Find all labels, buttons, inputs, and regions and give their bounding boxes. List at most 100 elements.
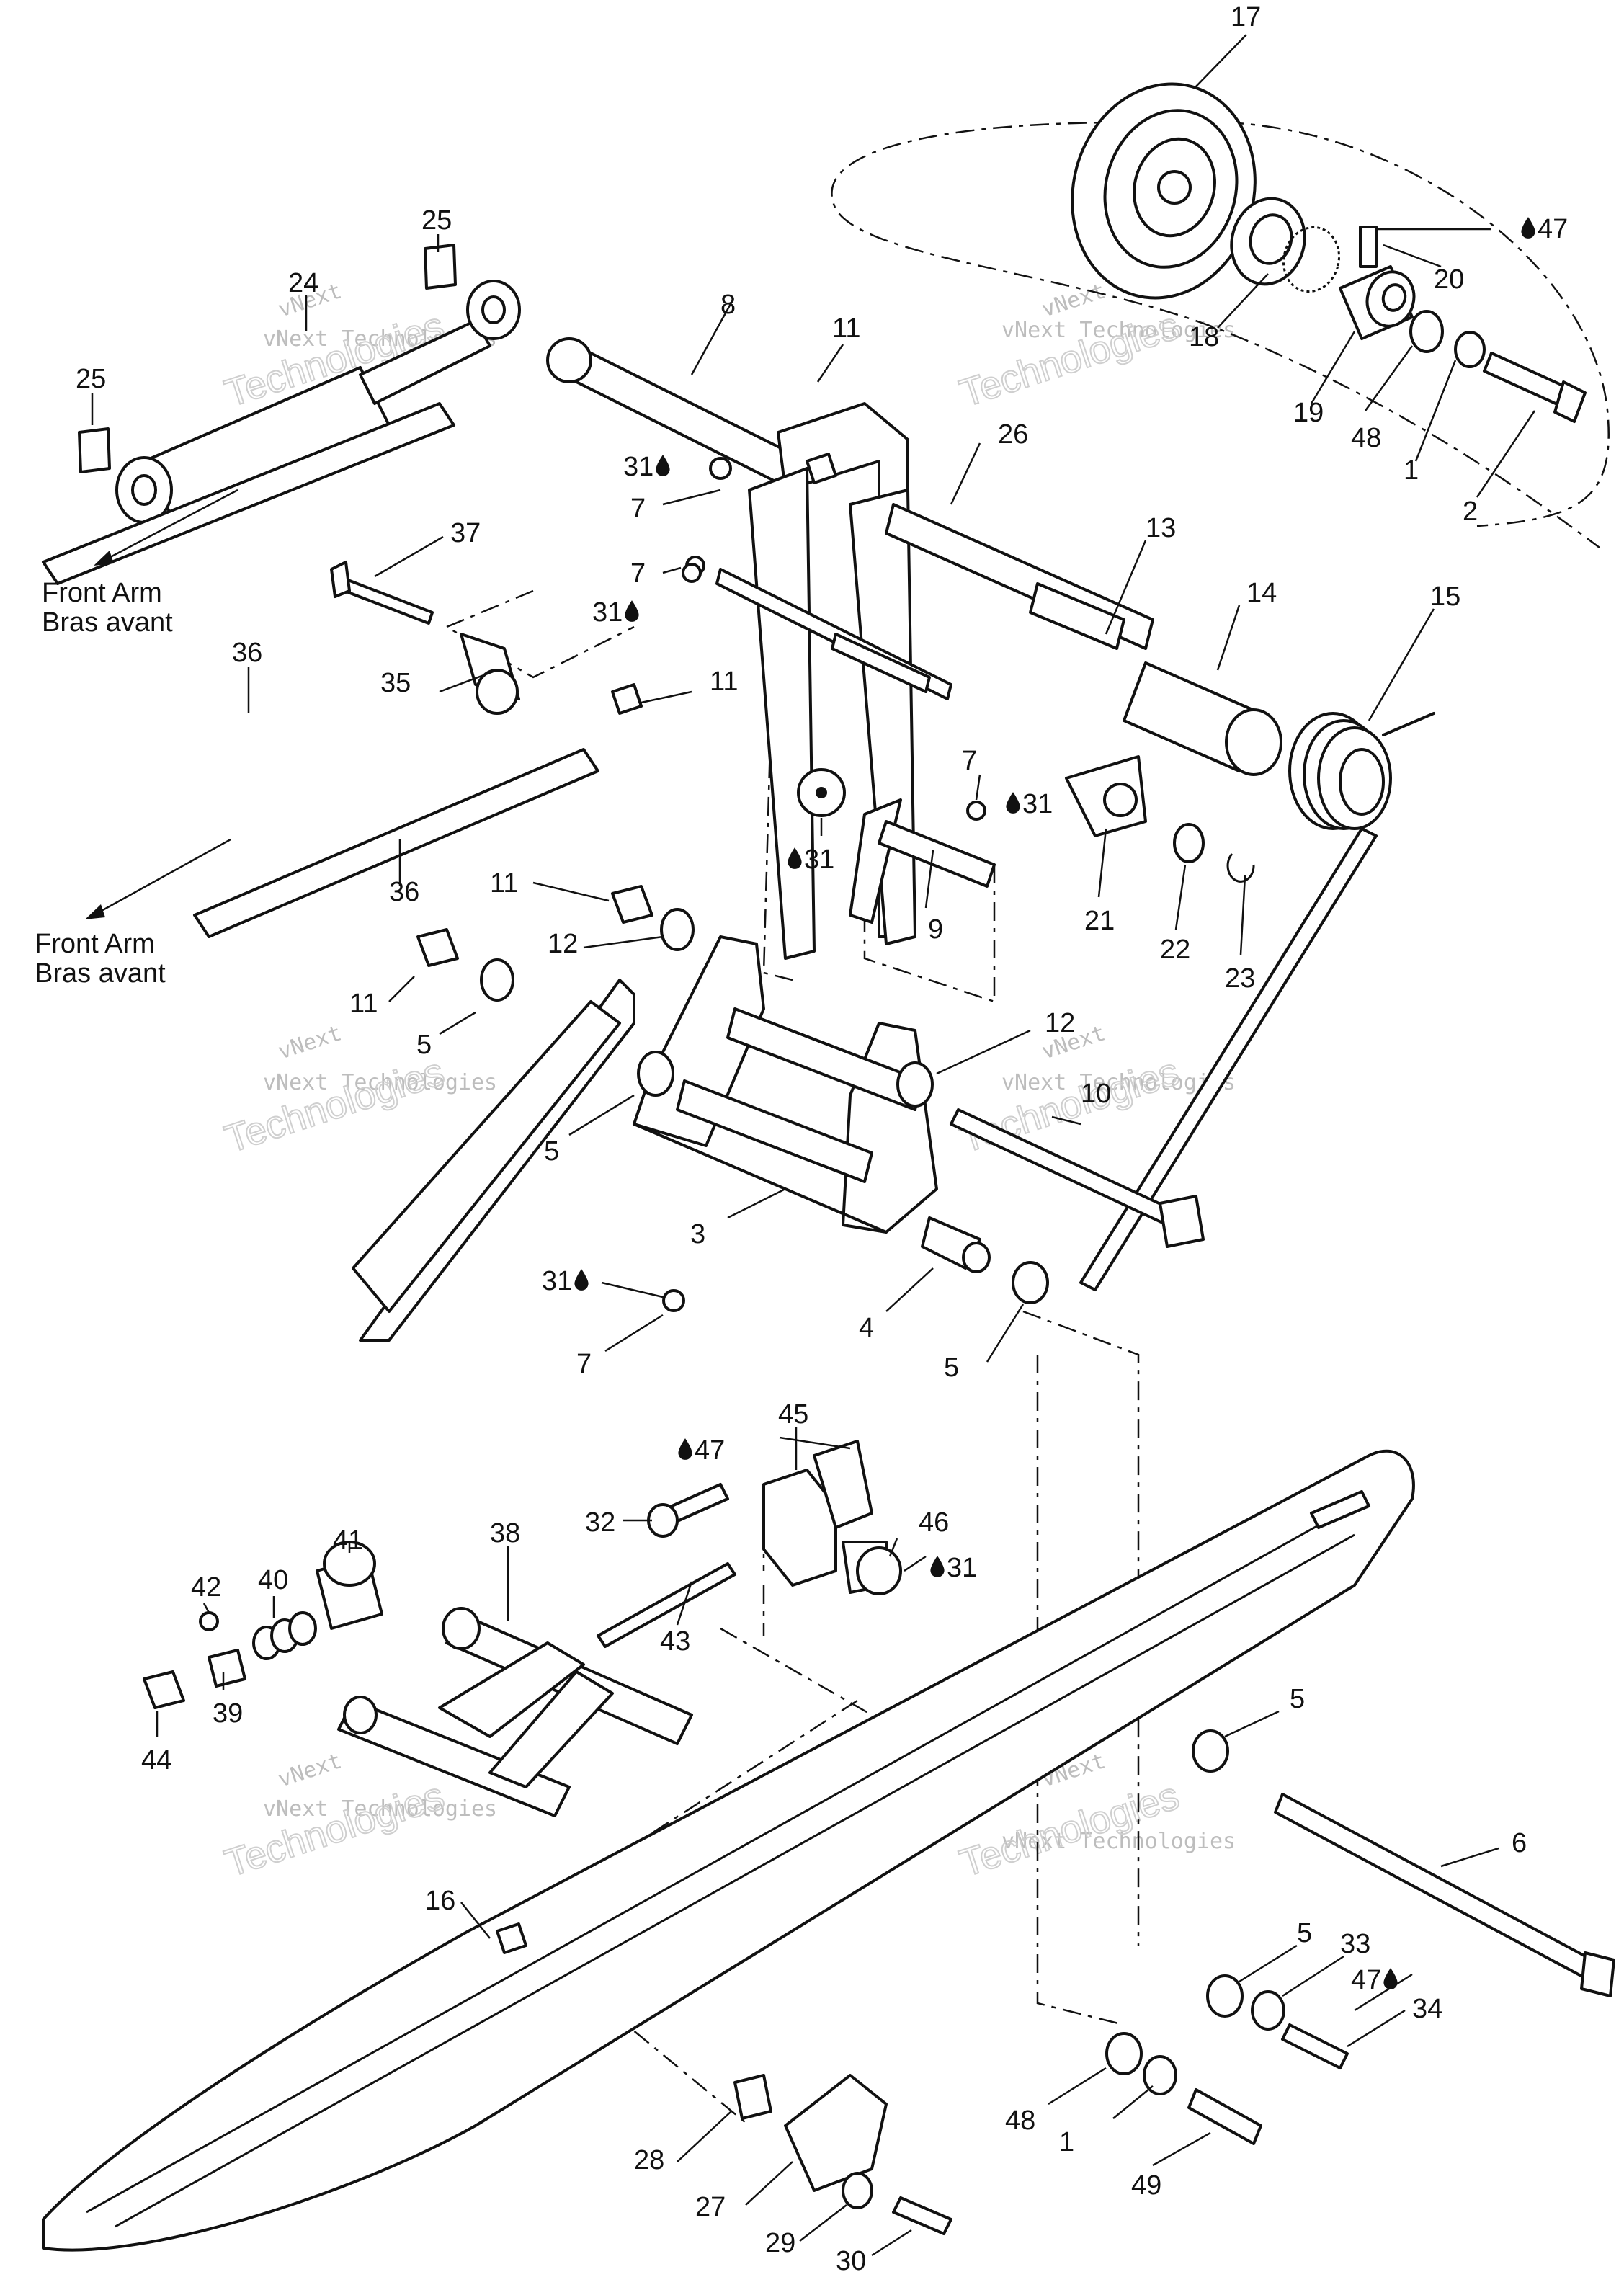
callout-number: 12 — [548, 929, 578, 959]
callout-number: 4 — [859, 1313, 874, 1343]
callout-29: 29 — [765, 2228, 795, 2258]
callout-number: 25 — [76, 364, 106, 394]
callout-number: 16 — [425, 1886, 455, 1916]
adjuster-cam — [1065, 755, 1255, 883]
callout-11: 11 — [832, 313, 860, 344]
callout-2: 2 — [1463, 496, 1478, 527]
callout-31: 31 — [623, 452, 670, 482]
callout-5: 5 — [1290, 1684, 1305, 1714]
callout-11: 11 — [349, 989, 378, 1019]
callout-number: 7 — [630, 494, 646, 524]
oil-drop-icon — [625, 600, 639, 622]
lever-shaft — [797, 768, 996, 924]
callout-number: 34 — [1412, 1994, 1442, 2024]
oil-drop-icon — [678, 1438, 692, 1460]
callout-28: 28 — [634, 2145, 664, 2175]
callout-46: 46 — [919, 1507, 949, 1538]
callout-number: 47 — [695, 1435, 725, 1466]
callout-number: 35 — [380, 668, 411, 698]
callout-36: 36 — [232, 638, 262, 668]
callout-49: 49 — [1131, 2170, 1161, 2201]
shock-absorber — [78, 244, 521, 524]
bearing — [1230, 197, 1341, 293]
callout-43: 43 — [660, 1626, 690, 1657]
callout-number: 5 — [416, 1030, 432, 1060]
svg-text:Front Arm: Front Arm — [35, 929, 155, 959]
callout-35: 35 — [380, 668, 411, 698]
callout-1: 1 — [1404, 455, 1419, 486]
callout-number: 31 — [947, 1553, 977, 1583]
callout-40: 40 — [258, 1565, 288, 1595]
leader-lines — [91, 34, 1536, 2257]
callout-number: 36 — [389, 877, 419, 907]
callout-31: 31 — [1006, 789, 1053, 819]
spacer-35 — [460, 633, 520, 715]
sleeve — [1123, 661, 1282, 776]
callout-31: 31 — [542, 1266, 589, 1296]
washers-and-nuts — [416, 453, 1049, 1312]
svg-text:Front Arm: Front Arm — [42, 578, 162, 608]
callout-number: 37 — [450, 518, 481, 548]
callout-number: 47 — [1351, 1965, 1381, 1995]
callout-37: 37 — [450, 518, 481, 548]
callout-38: 38 — [490, 1518, 520, 1549]
callout-number: 3 — [690, 1219, 705, 1249]
callout-47: 47 — [1521, 214, 1568, 244]
callout-number: 19 — [1293, 398, 1324, 428]
clamp-block — [762, 1440, 902, 1595]
callout-18: 18 — [1189, 322, 1219, 352]
callout-number: 24 — [288, 268, 318, 298]
callout-45: 45 — [778, 1399, 808, 1430]
callout-number: 40 — [258, 1565, 288, 1595]
callout-number: 17 — [1231, 2, 1261, 32]
callout-number: 49 — [1131, 2170, 1161, 2201]
svg-text:vNext Technologies: vNext Technologies — [1001, 1829, 1236, 1854]
callout-number: 11 — [349, 989, 378, 1019]
washer-lock-washer-bolt-top — [1409, 310, 1587, 423]
callout-number: 20 — [1434, 264, 1464, 295]
callout-5: 5 — [544, 1136, 559, 1167]
callout-13: 13 — [1146, 513, 1176, 543]
callout-number: 8 — [720, 290, 736, 320]
callout-number: 30 — [836, 2246, 866, 2276]
callout-33: 33 — [1340, 1929, 1370, 1959]
svg-text:vNext Technologies: vNext Technologies — [263, 1796, 497, 1822]
callout-number: 7 — [630, 558, 646, 589]
callout-1: 1 — [1059, 2127, 1074, 2157]
oil-drop-icon — [930, 1556, 945, 1577]
callout-number: 39 — [213, 1698, 243, 1729]
callout-number: 31 — [542, 1266, 572, 1296]
callout-number: 5 — [1290, 1684, 1305, 1714]
callout-5: 5 — [944, 1353, 959, 1383]
callout-number: 25 — [421, 205, 452, 236]
callout-36: 36 — [389, 877, 419, 907]
callout-number: 10 — [1081, 1079, 1111, 1109]
callout-8: 8 — [720, 290, 736, 320]
callout-39: 39 — [213, 1698, 243, 1729]
front-arm — [337, 1607, 693, 1817]
callout-number: 38 — [490, 1518, 520, 1549]
tie-bar-lower — [193, 748, 599, 938]
callout-27: 27 — [695, 2192, 726, 2222]
slide-bracket — [352, 979, 635, 1342]
callout-number: 45 — [778, 1399, 808, 1430]
long-bolt-6 — [1274, 1793, 1615, 1997]
callout-48: 48 — [1351, 423, 1381, 453]
callout-number: 6 — [1512, 1828, 1527, 1858]
callout-15: 15 — [1430, 581, 1460, 612]
cross-member — [633, 935, 938, 1234]
callout-number: 44 — [141, 1745, 171, 1775]
front-arm-note-upper: Front Arm Bras avant — [42, 489, 238, 638]
callout-number: 5 — [944, 1353, 959, 1383]
callout-number: 46 — [919, 1507, 949, 1538]
callout-number: 12 — [1045, 1008, 1075, 1038]
callout-number: 5 — [1297, 1918, 1312, 1948]
idler-wheel — [1071, 82, 1257, 300]
callout-5: 5 — [416, 1030, 432, 1060]
callout-number: 22 — [1160, 935, 1190, 965]
callout-7: 7 — [962, 746, 977, 776]
callout-20: 20 — [1434, 264, 1464, 295]
callout-12: 12 — [548, 929, 578, 959]
callout-number: 31 — [623, 452, 653, 482]
callout-number: 9 — [928, 914, 943, 945]
